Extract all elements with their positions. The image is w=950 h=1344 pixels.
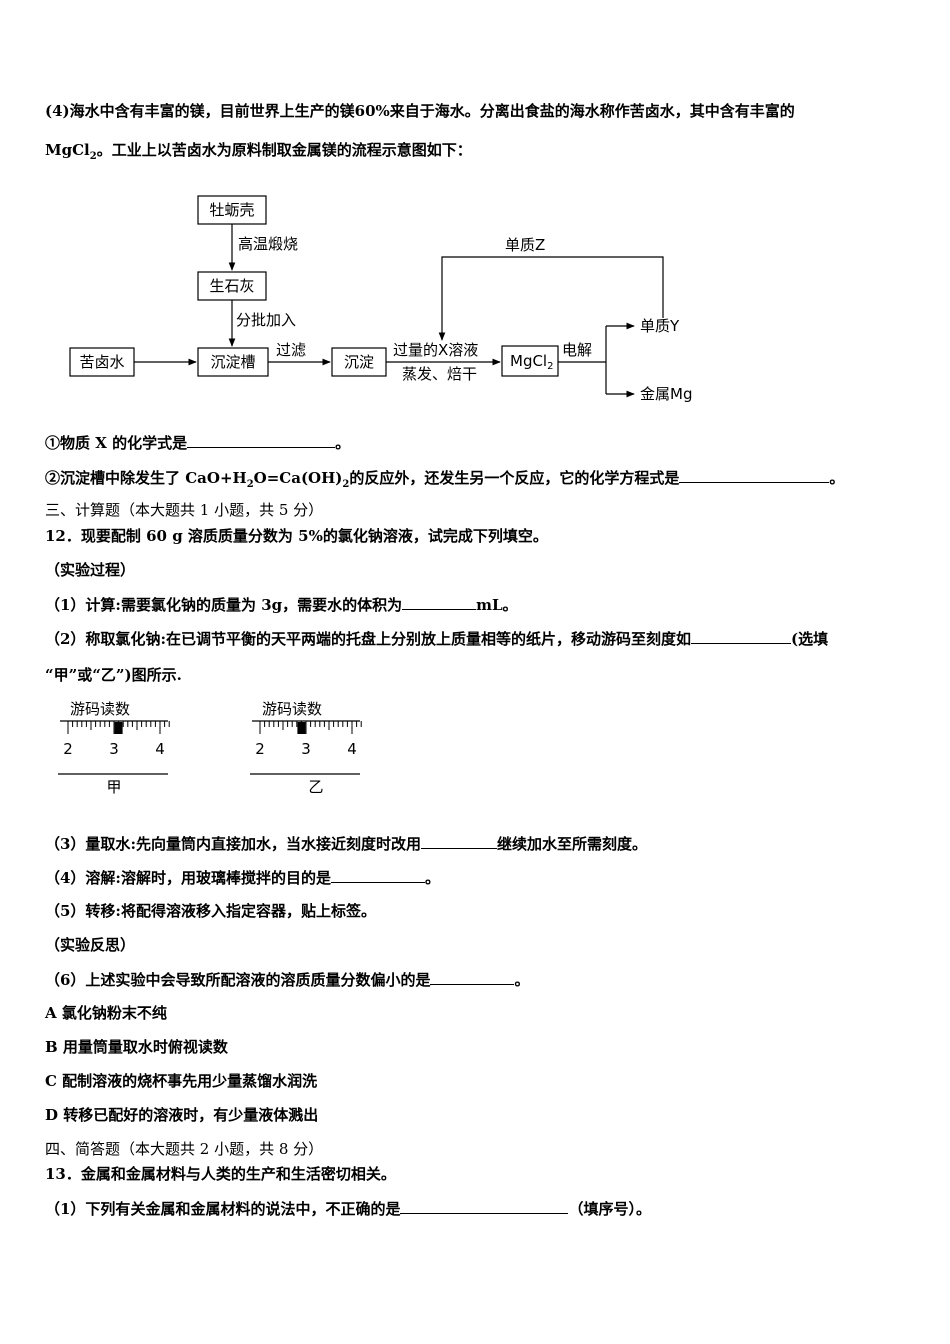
- section-3-heading: 三、计算题（本大题共 1 小题，共 5 分）: [45, 501, 324, 519]
- scale-a-tick-label-4: 4: [155, 740, 165, 758]
- question-2: ②沉淀槽中除发生了 CaO+H2O=Ca(OH)2的反应外，还发生另一个反应，它…: [45, 467, 845, 490]
- section-4-heading: 四、简答题（本大题共 2 小题，共 8 分）: [45, 1140, 324, 1158]
- option-d: D 转移已配好的溶液时，有少量液体溅出: [45, 1106, 319, 1124]
- answer-blank[interactable]: [690, 628, 791, 644]
- step-3: （3）量取水:先向量筒内直接加水，当水接近刻度时改用继续加水至所需刻度。: [45, 833, 647, 853]
- evaporate-label: 蒸发、焙干: [402, 365, 477, 383]
- brine-box: [69, 347, 135, 377]
- scale-a-label: 甲: [106, 778, 121, 796]
- recycle-z-loop: [438, 256, 664, 341]
- step-2: （2）称取氯化钠:在已调节平衡的天平两端的托盘上分别放上质量相等的纸片，移动游码…: [45, 628, 829, 648]
- rider-scale-b: 游码读数 2 3 4 乙: [250, 700, 362, 796]
- intro-line-1: (4)海水中含有丰富的镁，目前世界上生产的镁60%来自于海水。分离出食盐的海水称…: [45, 102, 795, 120]
- quicklime-label: 生石灰: [209, 277, 254, 295]
- rider-scale-a: 游码读数 2 3 4 甲: [58, 700, 170, 796]
- option-b: B 用量筒量取水时俯视读数: [45, 1038, 228, 1056]
- answer-blank[interactable]: [330, 867, 425, 883]
- step-5: （5）转移:将配得溶液移入指定容器，贴上标签。: [45, 902, 376, 920]
- brine-label: 苦卤水: [79, 353, 124, 371]
- scale-b-ticks: [259, 721, 362, 734]
- rider-scale-figures: 游码读数 2 3 4 甲 游码读数 2 3 4 乙: [58, 700, 362, 796]
- question-13-1: （1）下列有关金属和金属材料的说法中，不正确的是（填序号）。: [45, 1198, 651, 1218]
- intro-line-2: MgCl2。工业上以苦卤水为原料制取金属镁的流程示意图如下：: [45, 141, 472, 162]
- scale-b-tick-label-3: 3: [301, 740, 311, 758]
- option-c: C 配制溶液的烧杯事先用少量蒸馏水润洗: [45, 1072, 318, 1090]
- step-4: （4）溶解:溶解时，用玻璃棒搅拌的目的是。: [45, 867, 440, 887]
- electrolysis-label: 电解: [562, 341, 592, 359]
- answer-blank[interactable]: [400, 1198, 569, 1214]
- exp-process-label: （实验过程）: [45, 561, 136, 579]
- oyster-shell-box: [197, 195, 267, 225]
- scale-a-tick-label-3: 3: [109, 740, 119, 758]
- step-2-continued: “甲”或“乙”)图所示.: [45, 666, 182, 684]
- answer-blank[interactable]: [420, 833, 497, 849]
- element-y-label: 单质Y: [640, 317, 680, 335]
- exp-reflect-label: （实验反思）: [45, 936, 136, 954]
- option-a: A 氯化钠粉末不纯: [45, 1004, 167, 1022]
- mgcl2-label: MgCl2: [510, 352, 553, 372]
- oyster-shell-label: 牡蛎壳: [209, 201, 254, 219]
- answer-blank[interactable]: [430, 969, 515, 985]
- filter-label: 过滤: [276, 341, 306, 359]
- step-6: （6）上述实验中会导致所配溶液的溶质质量分数偏小的是。: [45, 969, 530, 989]
- answer-blank[interactable]: [402, 594, 477, 610]
- answer-blank[interactable]: [679, 467, 830, 483]
- metal-mg-label: 金属Mg: [640, 385, 692, 403]
- scale-b-label: 乙: [308, 778, 323, 796]
- question-13: 13．金属和金属材料与人类的生产和生活密切相关。: [45, 1165, 396, 1183]
- scale-b-title: 游码读数: [262, 700, 322, 718]
- question-12: 12．现要配制 60 g 溶质质量分数为 5%的氯化钠溶液，试完成下列填空。: [45, 527, 548, 545]
- scale-a-title: 游码读数: [70, 700, 130, 718]
- calcine-label: 高温煅烧: [238, 235, 298, 253]
- mg-process-flow-diagram: 牡蛎壳 高温煅烧 生石灰 分批加入 苦卤水 沉淀槽 过滤 沉淀 过量的X溶液 蒸…: [69, 195, 692, 403]
- mgcl2-box: [501, 345, 559, 377]
- excess-x-label: 过量的X溶液: [393, 341, 478, 359]
- scale-b-rider: [297, 722, 306, 734]
- tank-label: 沉淀槽: [210, 353, 255, 371]
- quicklime-box: [197, 271, 267, 301]
- scale-b-tick-label-4: 4: [347, 740, 357, 758]
- scale-b-tick-label-2: 2: [255, 740, 265, 758]
- answer-blank[interactable]: [187, 432, 336, 448]
- scale-a-tick-label-2: 2: [63, 740, 73, 758]
- scale-a-rider: [114, 722, 123, 734]
- precipitate-label: 沉淀: [344, 353, 374, 371]
- batch-add-label: 分批加入: [236, 311, 296, 329]
- question-1: ①物质 X 的化学式是。: [45, 432, 351, 452]
- scale-a-ticks: [67, 721, 170, 734]
- element-z-label: 单质Z: [505, 236, 545, 254]
